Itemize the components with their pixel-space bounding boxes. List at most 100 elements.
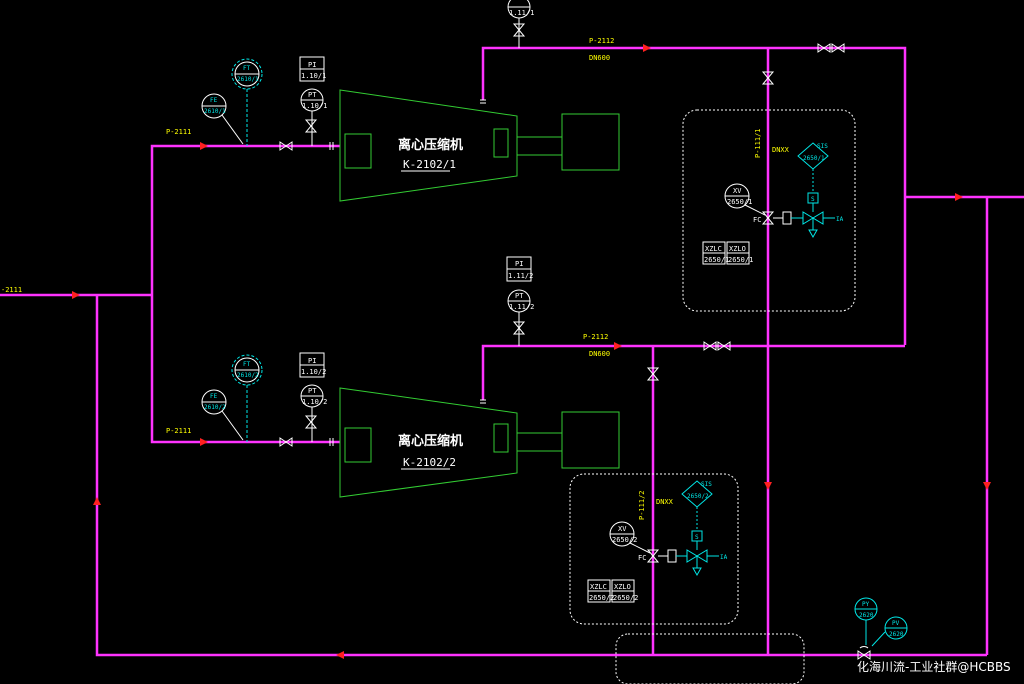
flow-arrow-icon <box>200 142 208 150</box>
svg-text:1.10/1: 1.10/1 <box>302 102 327 110</box>
ft-instrument-bubble[interactable] <box>231 354 263 386</box>
branch-1-instruments: FT 2610/1 FE 2610/1 PI 1.10/1 PT 1.10/1 … <box>201 0 534 146</box>
gate-valve-icon[interactable] <box>717 341 731 351</box>
gate-valve-icon[interactable] <box>512 23 526 37</box>
compressor-2-tag: K-2102/2 <box>403 456 456 469</box>
svg-text:IA: IA <box>720 554 728 561</box>
bottom-control-area: PY 2620 PV 2620 <box>615 597 908 684</box>
svg-text:FE: FE <box>210 97 218 104</box>
pipe-size-recycle1: DNXX <box>772 146 790 154</box>
svg-text:2650/1: 2650/1 <box>728 256 753 264</box>
svg-text:2620: 2620 <box>889 631 904 638</box>
flow-arrows <box>72 44 991 659</box>
gate-valve-icon[interactable] <box>831 43 845 53</box>
svg-text:PY: PY <box>862 601 870 608</box>
svg-text:2650/1: 2650/1 <box>704 256 729 264</box>
svg-text:1.11/1: 1.11/1 <box>509 9 534 17</box>
svg-text:2650/2: 2650/2 <box>613 594 638 602</box>
flow-arrow-icon <box>72 291 80 299</box>
flow-arrow-icon <box>983 482 991 490</box>
watermark: 化海川流-工业社群@HCBBS <box>857 659 1011 674</box>
ft-instrument-bubble[interactable] <box>231 58 263 90</box>
compressor-k2102-2[interactable]: 离心压缩机 K-2102/2 <box>339 387 620 498</box>
svg-text:PI: PI <box>308 61 316 69</box>
svg-text:S: S <box>695 534 699 541</box>
branch-2-suction-line <box>150 295 340 444</box>
gate-valve-icon[interactable] <box>279 437 293 447</box>
svg-text:XV: XV <box>733 187 742 195</box>
svg-text:FT: FT <box>243 361 251 368</box>
svg-text:2650/2: 2650/2 <box>589 594 614 602</box>
compressor-1-name: 离心压缩机 <box>398 137 463 153</box>
branch-2-instruments: FT 2610/2 FE 2610/2 PI 1.10/2 PT 1.10/2 … <box>201 256 534 442</box>
compressor-k2102-1[interactable]: 离心压缩机 K-2102/1 <box>339 89 620 202</box>
svg-text:SIS: SIS <box>817 143 828 150</box>
package-boundary-cloud <box>615 633 805 684</box>
compressor-1-tag: K-2102/1 <box>403 158 456 171</box>
svg-text:2650/1: 2650/1 <box>727 198 752 206</box>
branch-1-discharge-line <box>481 46 907 345</box>
package-boundary-cloud <box>569 473 739 625</box>
pipe-tag-branch1-out: P-2112 <box>589 37 614 45</box>
gate-valve-icon[interactable] <box>761 71 775 85</box>
pipe-tag-recycle1: P-111/1 <box>754 128 762 158</box>
branch-1-suction-line <box>150 144 340 295</box>
pipe-size-branch1-out: DN600 <box>589 54 610 62</box>
svg-text:2610/2: 2610/2 <box>237 372 259 379</box>
svg-text:XZLC: XZLC <box>590 583 607 591</box>
flow-arrow-icon <box>643 44 651 52</box>
sis-package-2: XV 2650/2 FC IA SIS 2650/2 S XZLC 2650/2… <box>569 473 739 625</box>
flow-arrow-icon <box>93 497 101 505</box>
svg-text:FE: FE <box>210 393 218 400</box>
pipe-labels: -2111 P-2111 P-2111 P-2112 DN600 P-2112 … <box>1 37 790 520</box>
check-valve-icon[interactable] <box>817 43 831 53</box>
pipe-tag-branch1-in: P-2111 <box>166 128 191 136</box>
flow-arrow-icon <box>200 438 208 446</box>
shutdown-valve-icon[interactable] <box>646 549 660 563</box>
pipe-tag-branch2-in: P-2111 <box>166 427 191 435</box>
compressor-2-name: 离心压缩机 <box>398 433 463 449</box>
svg-text:SIS: SIS <box>701 481 712 488</box>
gate-valve-icon[interactable] <box>304 119 318 133</box>
svg-text:2650/2: 2650/2 <box>687 493 709 500</box>
svg-text:2610/1: 2610/1 <box>237 76 259 83</box>
svg-text:1.10/1: 1.10/1 <box>301 72 326 80</box>
svg-text:2650/1: 2650/1 <box>803 155 825 162</box>
svg-text:FC: FC <box>638 554 646 562</box>
process-piping <box>0 46 1024 657</box>
branch-2-discharge-line <box>481 344 905 400</box>
gate-valve-icon[interactable] <box>279 141 293 151</box>
valves <box>279 23 871 660</box>
svg-text:2620: 2620 <box>859 612 874 619</box>
gate-valve-icon[interactable] <box>304 415 318 429</box>
pipe-size-branch2-out: DN600 <box>589 350 610 358</box>
gate-valve-icon[interactable] <box>646 367 660 381</box>
check-valve-icon[interactable] <box>703 341 717 351</box>
return-bottom-line <box>95 295 987 657</box>
svg-text:2650/2: 2650/2 <box>612 536 637 544</box>
svg-text:XZLC: XZLC <box>705 245 722 253</box>
pipe-tag-header: -2111 <box>1 286 22 294</box>
shutdown-valve-icon[interactable] <box>761 211 775 225</box>
sis-package-1: XV 2650/1 FC IA SIS 2650/1 S XZLC 2650/1… <box>682 109 856 312</box>
svg-text:PI: PI <box>308 357 316 365</box>
svg-text:FC: FC <box>753 216 761 224</box>
svg-text:PT: PT <box>308 91 317 99</box>
svg-text:FT: FT <box>243 65 251 72</box>
flow-arrow-icon <box>614 342 622 350</box>
gate-valve-icon[interactable] <box>512 321 526 335</box>
control-valve-icon[interactable] <box>857 650 871 660</box>
svg-text:2610/2: 2610/2 <box>204 404 226 411</box>
svg-text:PI: PI <box>515 260 523 268</box>
svg-text:1.11/2: 1.11/2 <box>508 272 533 280</box>
flow-arrow-icon <box>955 193 963 201</box>
actuator-icon <box>782 211 792 225</box>
svg-text:S: S <box>811 196 815 203</box>
svg-text:XZLO: XZLO <box>614 583 631 591</box>
svg-text:1.11/2: 1.11/2 <box>509 303 534 311</box>
svg-text:PV: PV <box>892 620 900 627</box>
pipe-tag-branch2-out: P-2112 <box>583 333 608 341</box>
actuator-icon <box>667 549 677 563</box>
